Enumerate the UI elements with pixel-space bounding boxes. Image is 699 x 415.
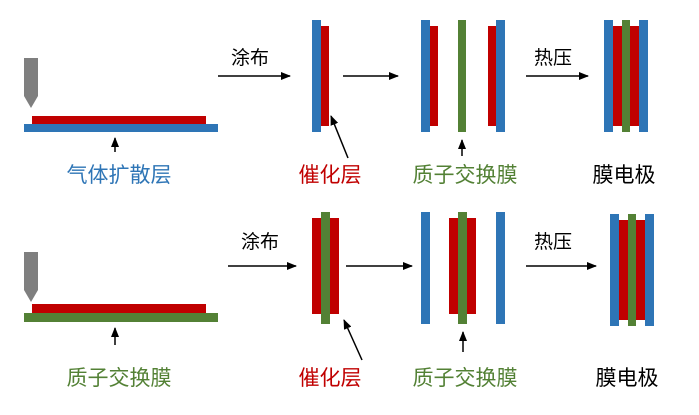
row2-step1-label: 涂布 — [241, 231, 279, 253]
row2-substrate-label: 质子交换膜 — [67, 366, 172, 390]
row2-catalyst-coated-membrane — [312, 212, 339, 324]
row1-coated-gdl — [312, 20, 329, 132]
row1-catalyst-label: 催化层 — [299, 163, 362, 187]
row2-coating-nozzle-icon — [24, 252, 38, 302]
row1-step2-label: 热压 — [534, 47, 572, 69]
row1-step1-label: 涂布 — [231, 47, 269, 69]
row2: 质子交换膜 涂布 催化层 质子交换膜 热压 — [24, 212, 659, 390]
row2-catalyst-coating — [32, 304, 206, 313]
row1-pre-assembly — [421, 20, 505, 132]
row1-catalyst-pointer-arrow — [330, 115, 349, 159]
row2-catalyst-label: 催化层 — [299, 366, 362, 390]
row1-membrane-label: 质子交换膜 — [413, 163, 518, 187]
row2-pre-assembly — [421, 212, 505, 324]
row2-mea-result — [610, 214, 654, 326]
row2-catalyst-pointer-arrow — [343, 319, 363, 361]
row2-step2-label: 热压 — [534, 231, 572, 253]
row1-substrate-label: 气体扩散层 — [67, 163, 172, 187]
row1-result-label: 膜电极 — [593, 163, 656, 187]
row2-membrane-substrate — [24, 313, 218, 322]
row1-gas-diffusion-layer — [24, 124, 218, 132]
row1: 气体扩散层 涂布 催化层 质子交换膜 热压 — [24, 20, 656, 187]
row2-result-label: 膜电极 — [596, 366, 659, 390]
row1-catalyst-coating — [32, 116, 206, 124]
row1-mea-result — [604, 20, 648, 132]
row2-membrane-label: 质子交换膜 — [413, 366, 518, 390]
row1-coating-nozzle-icon — [24, 58, 38, 108]
